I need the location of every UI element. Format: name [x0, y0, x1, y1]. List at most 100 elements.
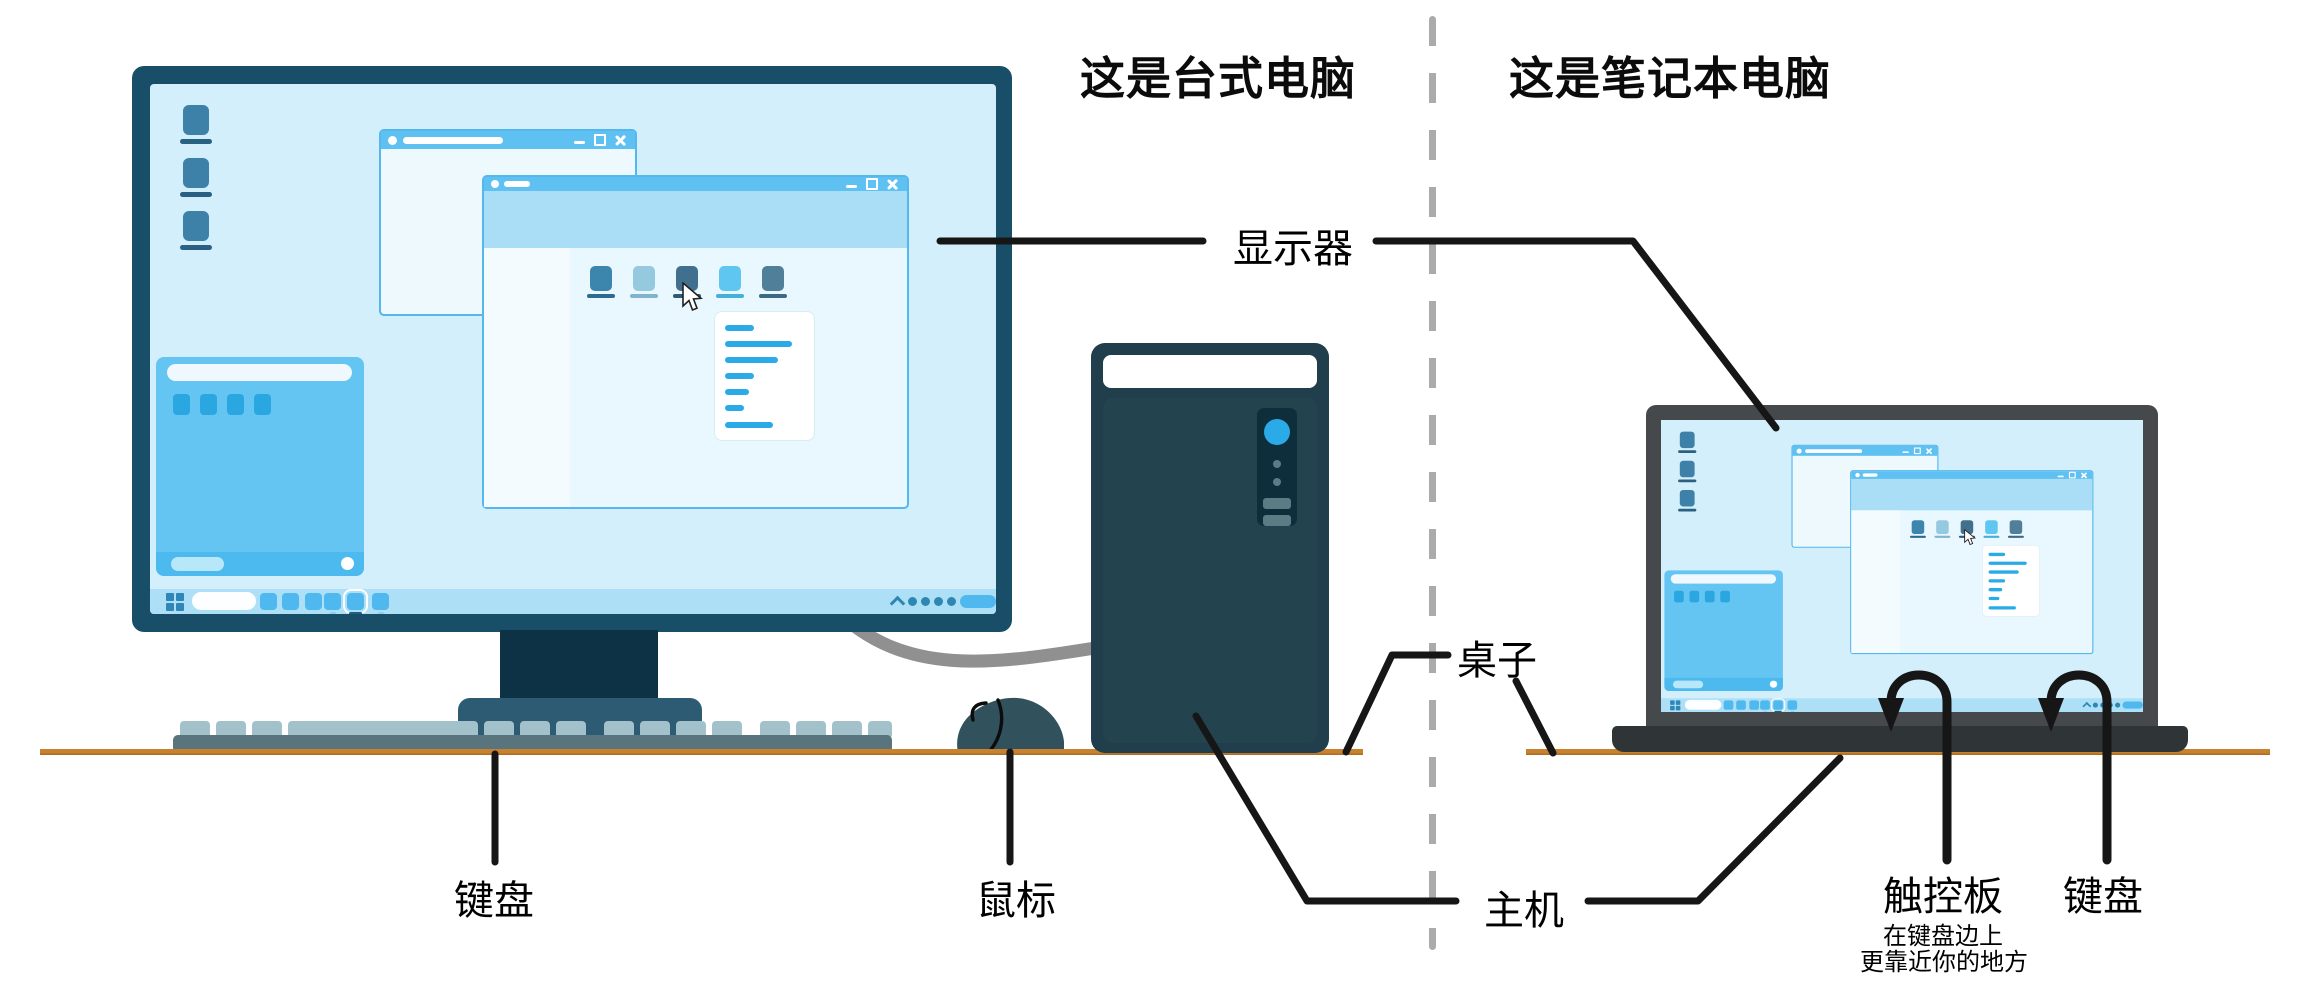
minimize-icon: [846, 184, 857, 188]
taskbar-search-pill: [192, 592, 256, 610]
power-button-icon: [1264, 419, 1290, 445]
text-line: [1988, 579, 2006, 583]
taskbar-app-icon: [1736, 700, 1746, 710]
taskbar-app-icon: [1760, 700, 1770, 710]
keyboard-key: [712, 721, 742, 737]
keyboard-key: [868, 721, 892, 737]
window-controls: [2057, 471, 2088, 479]
start-menu-icon: [166, 593, 184, 611]
taskbar-app-icon: [260, 593, 277, 610]
indicator-led: [1273, 478, 1281, 486]
text-line: [725, 389, 749, 395]
window-controls: [574, 131, 626, 149]
running-indicator: [1763, 710, 1767, 712]
app-icon: [1909, 520, 1926, 538]
desktop-shortcut-icon: [1678, 489, 1697, 512]
app-icon: [1934, 520, 1951, 538]
maximize-icon: [1913, 447, 1921, 455]
front-window-titlebar: [484, 177, 907, 191]
keyboard-key: [484, 721, 514, 737]
text-line: [725, 341, 792, 347]
window-badge-icon: [1796, 448, 1802, 454]
desktop-scene: [1661, 420, 2143, 712]
tower-label: 主机: [1484, 889, 1564, 933]
desktop-monitor-screen: [150, 84, 996, 614]
search-panel-window: [156, 357, 364, 576]
tray-icon: [908, 597, 917, 606]
taskbar-app-icon-active: [343, 589, 368, 614]
close-icon: [1926, 448, 1932, 454]
tray-icon: [921, 597, 930, 606]
text-line: [725, 325, 754, 331]
back-window-titlebar: [1792, 445, 1938, 456]
maximize-icon: [594, 134, 606, 146]
taskbar: [150, 589, 996, 614]
mouse-label: 鼠标: [976, 879, 1056, 923]
taskbar-app-icon: [282, 593, 299, 610]
desktop-shortcut-icon: [180, 158, 212, 197]
panel-tile-icon: [1689, 590, 1700, 603]
window-badge-icon: [491, 180, 499, 188]
tower-case: [1091, 343, 1329, 753]
document-preview-panel: [714, 311, 815, 441]
taskbar-app-icon: [305, 593, 322, 610]
usb-port: [1263, 498, 1291, 509]
mouse-button-line: [986, 698, 1004, 754]
taskbar-app-icon: [1749, 700, 1759, 710]
desk-label: 桌子: [1457, 639, 1537, 683]
keyboard-keys: [173, 721, 892, 737]
app-icon: [759, 266, 787, 298]
desk-pointer-line-right: [1512, 677, 1557, 757]
panel-tile-icon: [227, 394, 244, 415]
text-line: [725, 405, 744, 411]
laptop-keyboard-label: 键盘: [2063, 875, 2143, 919]
laptop-section-title: 这是笔记本电脑: [1508, 53, 1832, 104]
taskbar-clock-pill: [960, 595, 996, 608]
taskbar-app-icon-active: [1770, 698, 1786, 712]
running-indicator: [330, 612, 336, 614]
panel-tile-icon: [254, 394, 271, 415]
tray-icon: [934, 597, 943, 606]
touchpad-note-line1: 在键盘边上: [1883, 923, 2003, 950]
panel-footer-pill: [171, 557, 224, 571]
keyboard-key: [832, 721, 862, 737]
running-indicator: [378, 612, 384, 614]
laptop-display: [1661, 420, 2143, 712]
panel-tile-icon: [1704, 590, 1715, 603]
tray-chevron-icon: [889, 595, 906, 612]
active-indicator: [1774, 710, 1782, 712]
tower-control-panel: [1257, 408, 1297, 526]
touchpad-label: 触控板: [1883, 875, 2003, 919]
start-menu-icon: [1670, 700, 1681, 711]
panel-footer-pill: [1672, 680, 1704, 689]
app-icon: [716, 266, 744, 298]
monitor-label: 显示器: [1233, 227, 1353, 271]
taskbar: [1661, 698, 2143, 712]
taskbar-app-icon: [372, 593, 389, 610]
text-line: [725, 422, 773, 428]
desktop-shortcut-icon: [180, 211, 212, 250]
front-window-titlebar: [1851, 471, 2093, 479]
window-title-bar-text: [403, 137, 503, 144]
back-window-titlebar: [381, 131, 635, 149]
maximize-icon: [866, 178, 878, 190]
panel-tile-icon: [1674, 590, 1684, 603]
tower-pointer-line-right: [1584, 754, 1844, 905]
monitor-stand-neck: [500, 630, 658, 700]
tray-icon: [2092, 702, 2098, 708]
laptop-screen: [1646, 405, 2158, 726]
keyboard-key: [520, 721, 550, 737]
window-title-bar-text: [1862, 473, 1878, 477]
touchpad-note-line2: 更靠近你的地方: [1860, 949, 2028, 976]
close-icon: [2081, 472, 2087, 478]
taskbar-clock-pill: [2122, 701, 2143, 709]
text-line: [1988, 596, 2000, 601]
taskbar-app-icon: [1723, 700, 1734, 710]
active-indicator: [349, 612, 362, 614]
running-indicator: [1790, 710, 1795, 712]
front-window: [1850, 470, 2094, 655]
keyboard-key: [640, 721, 670, 737]
search-bar: [1670, 574, 1777, 584]
text-line: [725, 357, 778, 363]
minimize-icon: [2057, 475, 2064, 478]
